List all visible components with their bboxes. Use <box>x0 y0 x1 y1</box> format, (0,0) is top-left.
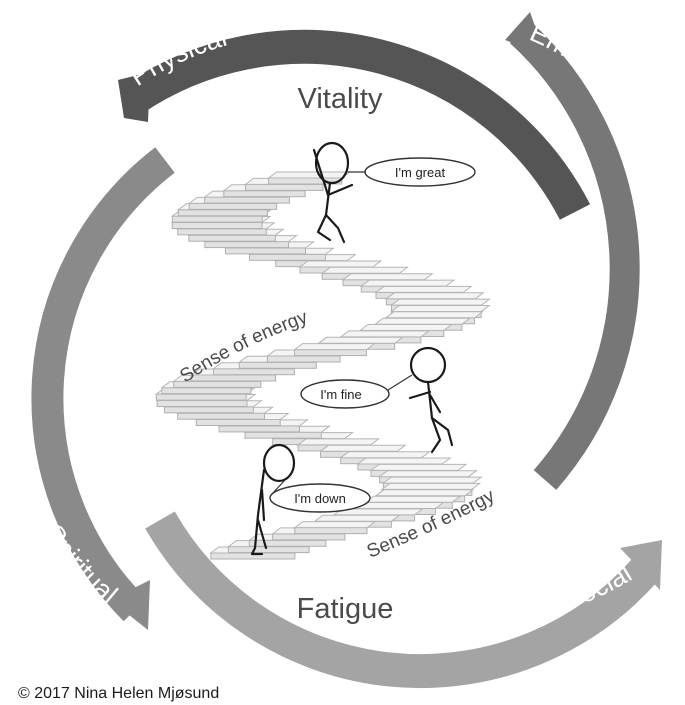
spiritual-arc <box>31 147 175 622</box>
social-arc-tip <box>620 540 662 590</box>
down-speech-bubble: I'm down <box>269 479 371 513</box>
fine-speech-bubble: I'm fine <box>300 374 413 409</box>
emotional-arc <box>509 20 640 490</box>
happy-stick-figure <box>312 141 354 244</box>
physical-arc-tip <box>118 72 150 122</box>
physical-arc <box>122 29 591 220</box>
spiral-staircase <box>154 171 491 560</box>
fatigue-label: Fatigue <box>297 593 394 625</box>
great-bubble-text: I'm great <box>395 165 446 180</box>
vitality-label: Vitality <box>298 83 383 115</box>
great-speech-bubble: I'm great <box>348 157 476 187</box>
fine-stick-figure <box>408 346 454 454</box>
fine-bubble-text: I'm fine <box>320 387 362 402</box>
copyright-text: © 2017 Nina Helen Mjøsund <box>18 685 219 702</box>
emotional-arc-tip <box>505 12 545 55</box>
social-arc <box>145 511 658 689</box>
down-stick-figure <box>250 443 296 556</box>
spiritual-arc-tip <box>110 580 150 630</box>
down-bubble-text: I'm down <box>294 491 346 506</box>
